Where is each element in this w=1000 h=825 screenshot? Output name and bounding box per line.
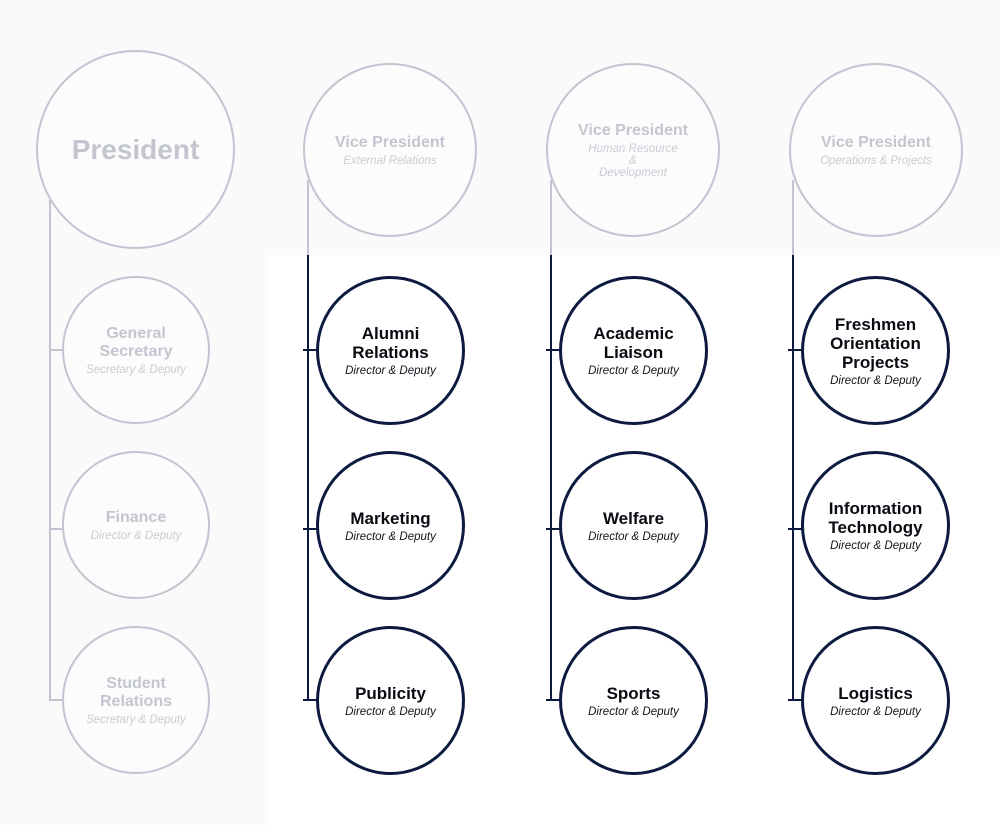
logistics-node: Logistics Director & Deputy — [801, 626, 950, 775]
finance-node: Finance Director & Deputy — [62, 451, 210, 599]
alumni-relations-node: Alumni Relations Director & Deputy — [316, 276, 465, 425]
academic-liaison-node: Academic Liaison Director & Deputy — [559, 276, 708, 425]
node-title: Finance — [105, 508, 167, 526]
connector-tick — [49, 528, 62, 530]
student-relations-node: Student Relations Secretary & Deputy — [62, 626, 210, 774]
node-subtitle: Human Resource & Development — [588, 142, 678, 179]
node-subtitle: Director & Deputy — [830, 705, 921, 718]
president-connector-vertical — [49, 200, 51, 700]
node-subtitle: Director & Deputy — [830, 540, 921, 552]
node-title: Student Relations — [99, 674, 172, 710]
vp-hr-connector — [550, 255, 552, 700]
node-title: Vice President — [335, 133, 445, 151]
connector-tick — [546, 699, 560, 701]
vp-external-relations-node: Vice President External Relations — [303, 63, 477, 237]
vp-human-resource-node: Vice President Human Resource & Developm… — [546, 63, 720, 237]
welfare-node: Welfare Director & Deputy — [559, 451, 708, 600]
node-subtitle: Secretary & Deputy — [86, 713, 186, 726]
connector-tick — [788, 349, 802, 351]
vp-external-connector-faded — [307, 180, 309, 255]
node-subtitle: Director & Deputy — [830, 374, 921, 387]
node-title: President — [71, 133, 200, 165]
connector-tick — [303, 699, 317, 701]
connector-tick — [49, 349, 62, 351]
marketing-node: Marketing Director & Deputy — [316, 451, 465, 600]
node-title: Logistics — [838, 683, 913, 703]
node-title: Freshmen Orientation Projects — [830, 314, 921, 372]
node-subtitle: Director & Deputy — [345, 530, 436, 543]
publicity-node: Publicity Director & Deputy — [316, 626, 465, 775]
node-subtitle: Director & Deputy — [588, 530, 679, 543]
node-title: Sports — [606, 683, 661, 703]
information-technology-node: Information Technology Director & Deputy — [801, 451, 950, 600]
vp-ops-connector — [792, 255, 794, 700]
node-title: Alumni Relations — [352, 324, 429, 362]
node-subtitle: Director & Deputy — [345, 705, 436, 718]
connector-tick — [49, 699, 62, 701]
vp-hr-connector-faded — [550, 180, 552, 255]
connector-tick — [303, 349, 317, 351]
node-title: Vice President — [578, 121, 688, 139]
node-subtitle: Director & Deputy — [345, 365, 436, 377]
node-title: Publicity — [355, 683, 426, 703]
node-subtitle: External Relations — [343, 154, 437, 167]
connector-tick — [546, 349, 560, 351]
node-title: Marketing — [350, 508, 431, 528]
vp-operations-node: Vice President Operations & Projects — [789, 63, 963, 237]
vp-ops-connector-faded — [792, 180, 794, 255]
connector-tick — [788, 699, 802, 701]
node-subtitle: Director & Deputy — [588, 705, 679, 718]
node-subtitle: Secretary & Deputy — [86, 363, 186, 376]
connector-tick — [303, 528, 317, 530]
node-title: Information Technology — [828, 499, 923, 537]
president-node: President — [36, 50, 235, 249]
connector-tick — [788, 528, 802, 530]
node-title: Vice President — [821, 133, 931, 151]
connector-tick — [546, 528, 560, 530]
node-subtitle: Operations & Projects — [820, 154, 932, 167]
node-subtitle: Director & Deputy — [588, 365, 679, 377]
vp-external-connector — [307, 255, 309, 700]
node-subtitle: Director & Deputy — [90, 529, 182, 542]
node-title: Welfare — [602, 508, 665, 528]
freshmen-orientation-projects-node: Freshmen Orientation Projects Director &… — [801, 276, 950, 425]
node-title: Academic Liaison — [593, 324, 674, 362]
general-secretary-node: General Secretary Secretary & Deputy — [62, 276, 210, 424]
node-title: General Secretary — [99, 324, 173, 360]
sports-node: Sports Director & Deputy — [559, 626, 708, 775]
